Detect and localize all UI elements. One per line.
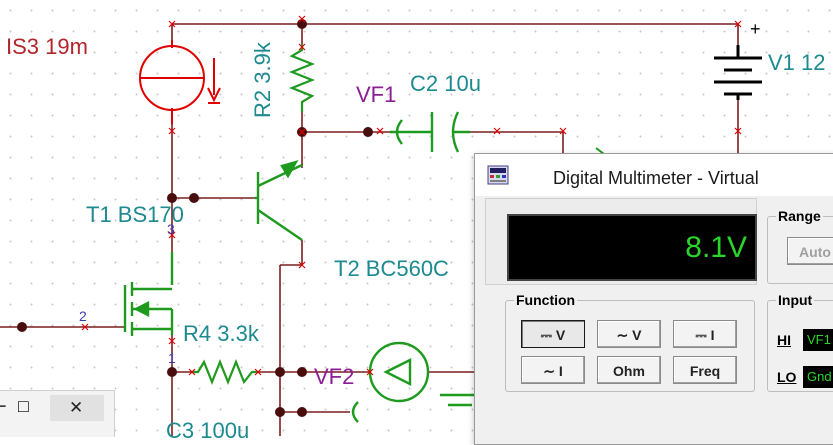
maximize-button[interactable]: □	[18, 396, 29, 416]
ac-current-button[interactable]: ∼ I	[521, 356, 585, 384]
ohm-button[interactable]: Ohm	[597, 356, 661, 384]
function-group: Function	[505, 292, 755, 392]
multimeter-title: Digital Multimeter - Virtual	[553, 168, 759, 188]
lo-select[interactable]: Gnd	[803, 366, 833, 388]
plus-sign: +	[750, 19, 761, 39]
multimeter-app-icon	[487, 165, 509, 185]
range-label: Range	[778, 208, 821, 224]
hi-label: HI	[777, 332, 791, 348]
range-group: Range	[767, 208, 833, 284]
t2-label: T2 BC560C	[334, 256, 449, 281]
is3-label: IS3 19m	[6, 34, 88, 59]
t1-label: T1 BS170	[86, 202, 184, 227]
vf1-label: VF1	[356, 82, 397, 107]
c3-label: C3 100u	[166, 418, 250, 443]
multimeter-display: 8.1V	[507, 214, 757, 281]
c2-label: C2 10u	[410, 71, 481, 96]
input-label: Input	[778, 292, 813, 308]
pin-1-label: 1	[168, 350, 176, 366]
minimize-button[interactable]: −	[0, 396, 7, 416]
circuit-diagram	[0, 15, 762, 436]
auto-range-button[interactable]: Auto	[787, 237, 833, 265]
secondary-window-titlebar: − □ ✕	[0, 390, 115, 437]
r2-label: R2 3.9k	[250, 42, 275, 118]
pin-2-label: 2	[79, 308, 87, 324]
input-group: Input	[767, 292, 833, 392]
hi-select[interactable]: VF1	[803, 329, 833, 351]
multimeter-window[interactable]: Digital Multimeter - Virtual 8.1V Functi…	[474, 153, 833, 445]
freq-button[interactable]: Freq	[673, 356, 737, 384]
v1-label: V1 12	[768, 50, 826, 75]
multimeter-titlebar[interactable]: Digital Multimeter - Virtual	[475, 154, 833, 196]
dc-current-button[interactable]: ⎓ I	[673, 320, 737, 348]
close-button[interactable]: ✕	[50, 395, 104, 421]
vf2-label: VF2	[314, 364, 355, 389]
ac-voltage-button[interactable]: ∼ V	[597, 320, 661, 348]
display-value: 8.1V	[685, 231, 747, 264]
lo-label: LO	[777, 369, 797, 385]
r4-label: R4 3.3k	[183, 321, 259, 346]
dc-voltage-button[interactable]: ⎓ V	[521, 320, 585, 348]
close-icon: ✕	[69, 398, 84, 417]
function-label: Function	[516, 292, 576, 308]
pin-3-label: 3	[167, 221, 175, 237]
